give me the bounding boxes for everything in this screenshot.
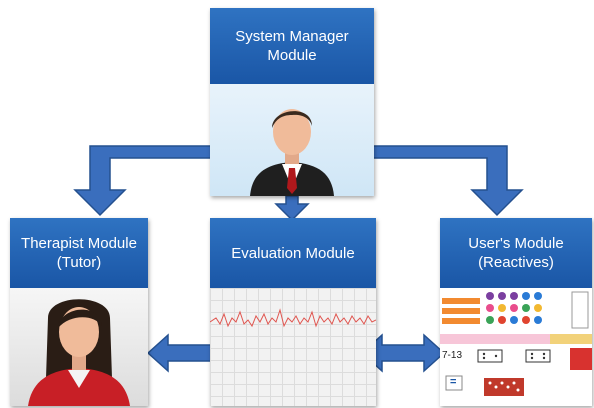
users-title-line1: User's Module xyxy=(468,235,564,252)
system-manager-module: System Manager Module xyxy=(210,8,374,196)
umbrella-icons xyxy=(486,292,542,324)
system-manager-title-line2: Module xyxy=(267,47,317,64)
arrow-to-user xyxy=(371,145,524,217)
therapist-title-line1: Therapist Module xyxy=(21,235,137,252)
therapist-module: Therapist Module (Tutor) xyxy=(10,218,148,406)
evaluation-chart-image xyxy=(210,288,376,406)
therapist-title-line2: (Tutor) xyxy=(56,254,102,271)
woman-avatar-icon xyxy=(28,299,130,406)
arrow-to-evaluation xyxy=(274,195,310,222)
evaluation-module: Evaluation Module xyxy=(210,218,376,406)
users-title-line2: (Reactives) xyxy=(478,254,554,271)
therapist-image xyxy=(10,288,148,406)
evaluation-header: Evaluation Module xyxy=(210,218,376,288)
users-module: User's Module (Reactives) xyxy=(440,218,592,406)
reactives-collage xyxy=(440,291,592,396)
businessman-avatar-icon xyxy=(250,109,334,196)
reactives-image: 7-13 = xyxy=(440,288,592,406)
evaluation-title: Evaluation Module xyxy=(231,244,355,262)
system-manager-title-line1: System Manager xyxy=(235,28,349,45)
reactives-equals: = xyxy=(450,376,457,388)
system-manager-image xyxy=(210,84,374,196)
therapist-header: Therapist Module (Tutor) xyxy=(10,218,148,288)
reactives-equation: 7-13 xyxy=(442,350,463,361)
system-manager-header: System Manager Module xyxy=(210,8,374,84)
arrow-to-therapist xyxy=(73,145,213,217)
signal-waveform-icon xyxy=(210,308,376,328)
users-header: User's Module (Reactives) xyxy=(440,218,592,288)
